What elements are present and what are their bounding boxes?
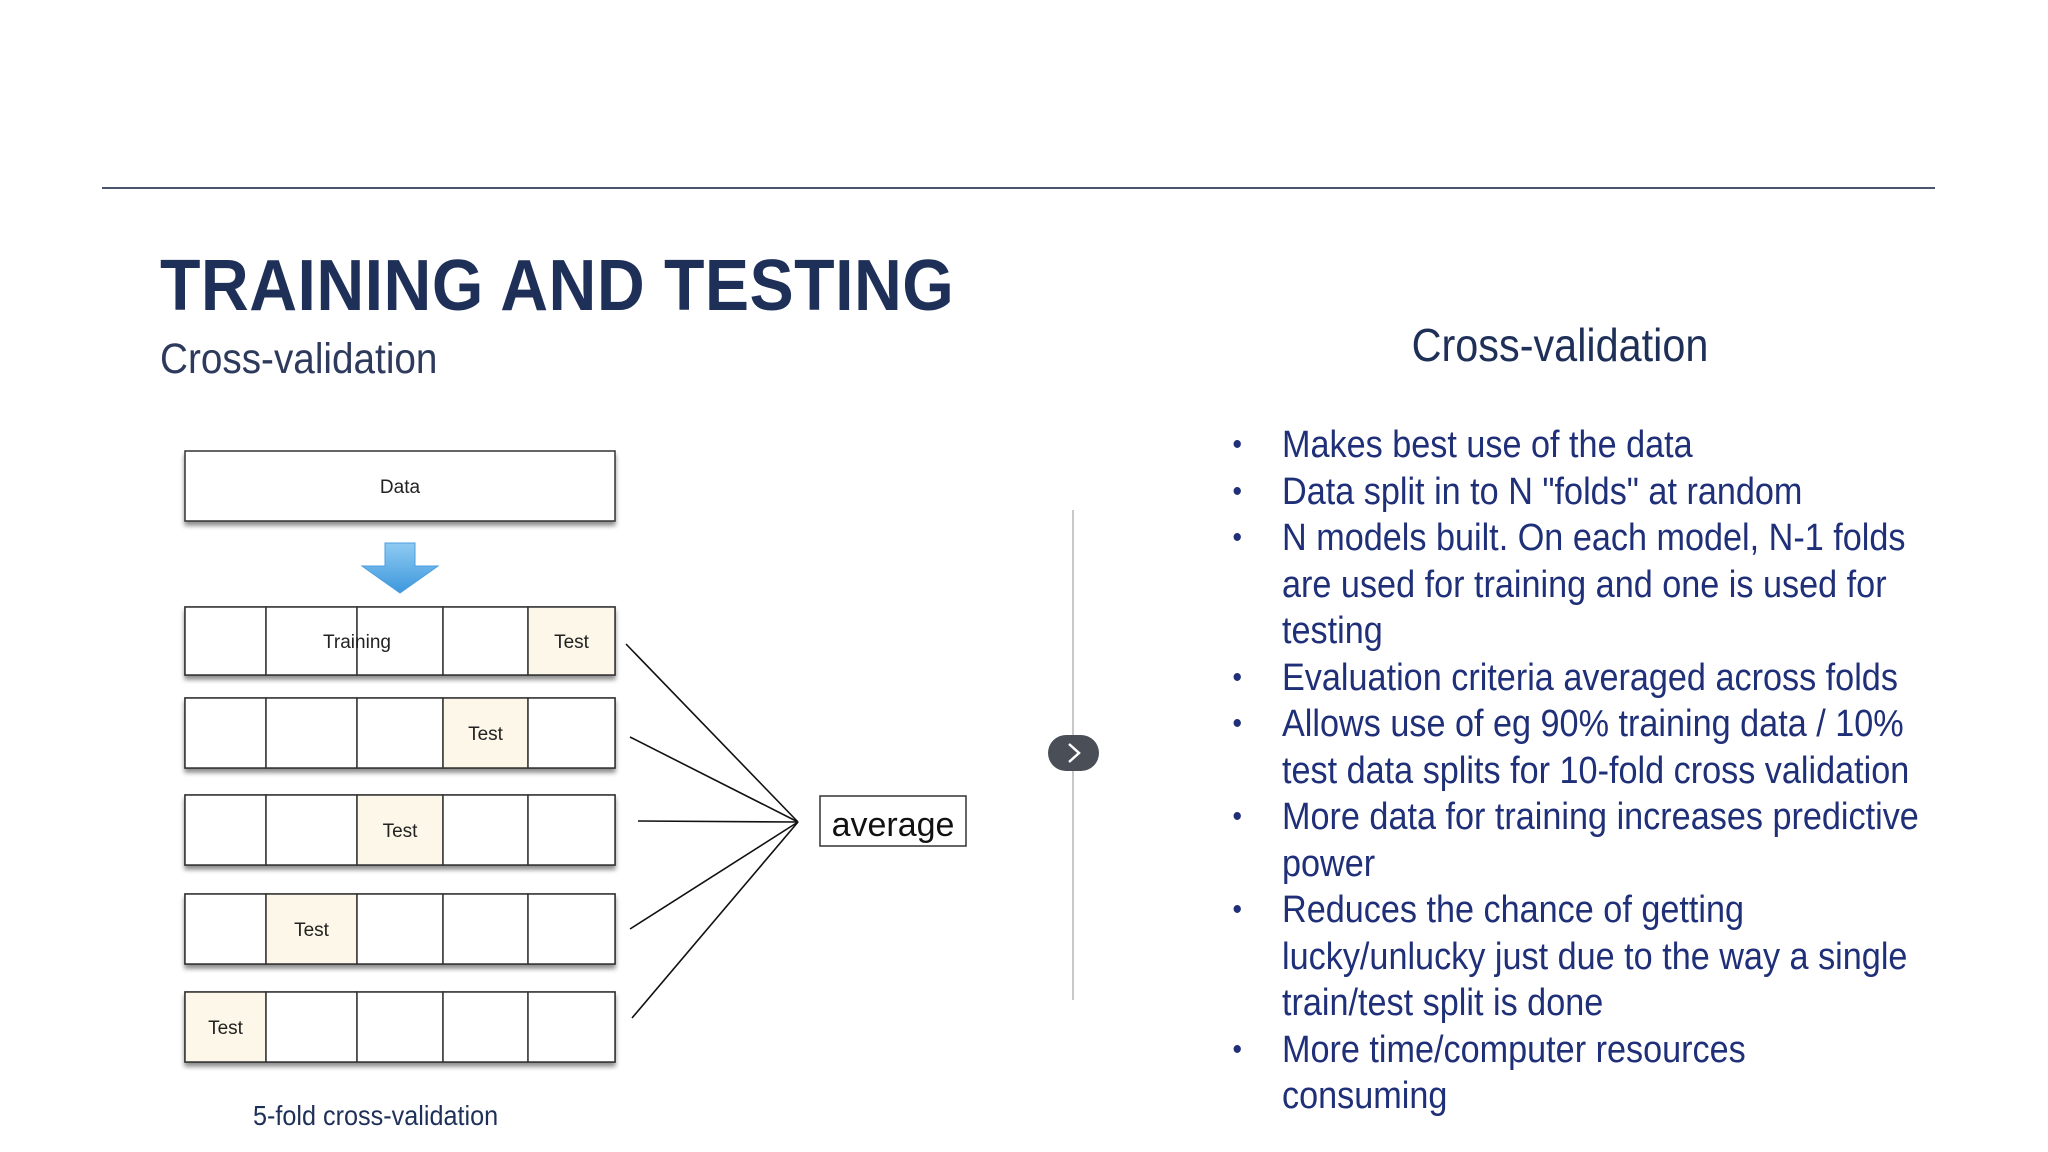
fold-row-3: Test [184, 794, 616, 866]
bullet-item: • Evaluation criteria averaged across fol… [1228, 655, 1984, 702]
training-fold-cell [356, 697, 444, 769]
header-rule [102, 187, 1935, 189]
training-fold-cell [265, 606, 358, 676]
bullet-item: • More data for training increases predic… [1228, 794, 1984, 887]
connector-lines [625, 643, 799, 1019]
bullet-dot-icon: • [1232, 800, 1242, 833]
slide-title: TRAINING AND TESTING [160, 246, 955, 326]
data-box-label: Data [380, 477, 421, 498]
test-fold-cell [356, 794, 444, 866]
training-fold-cell [265, 991, 358, 1063]
bullet-line: consuming [1282, 1075, 1448, 1117]
bullet-dot-icon: • [1232, 707, 1242, 740]
test-label: Test [294, 920, 330, 941]
data-box: Data [184, 450, 616, 522]
training-fold-cell [356, 893, 444, 965]
bullet-line: More time/computer resources [1282, 1028, 1746, 1071]
training-fold-cell [184, 794, 267, 866]
bullet-line: N models built. On each model, N-1 folds [1282, 517, 1906, 559]
fold-row-1: Test Training [184, 606, 616, 676]
bullet-dot-icon: • [1232, 474, 1242, 508]
test-label: Test [383, 821, 419, 842]
panel-heading: Cross-validation [1411, 319, 1709, 371]
bullet-line: testing [1282, 610, 1383, 652]
training-fold-cell [527, 697, 616, 769]
bullet-line: power [1282, 842, 1376, 885]
diagram-caption: 5-fold cross-validation [253, 1100, 499, 1131]
connector-line-2 [629, 736, 799, 823]
bullet-line: are used for training and one is used fo… [1282, 563, 1887, 606]
chevron-right-icon [1067, 743, 1081, 763]
bullet-line: Makes best use of the data [1282, 424, 1693, 466]
fold-row-4: Test [184, 893, 616, 965]
split-arrow-icon [360, 542, 440, 594]
bullet-line: Data split in to N "folds" at random [1282, 470, 1803, 513]
test-fold-cell [265, 893, 358, 965]
bullet-item: • Data split in to N "folds" at random [1228, 469, 1984, 516]
connector-line-3 [637, 820, 799, 823]
bullet-item: • Allows use of eg 90% training data / 10… [1228, 701, 1984, 794]
connector-line-1 [625, 643, 799, 823]
training-fold-cell [184, 606, 267, 676]
training-fold-cell [265, 697, 358, 769]
bullet-item: • N models built. On each model, N-1 fold… [1228, 515, 1984, 655]
bullet-dot-icon: • [1232, 521, 1242, 554]
connector-line-4 [629, 821, 799, 930]
fold-row-2: Test [184, 697, 616, 769]
bullet-dot-icon: • [1232, 893, 1242, 926]
test-label: Test [208, 1018, 244, 1039]
bullet-item: • Makes best use of the data [1228, 422, 1984, 469]
test-label: Test [468, 724, 504, 745]
bullet-line: lucky/unlucky just due to the way a sing… [1282, 935, 1908, 978]
bullet-dot-icon: • [1232, 428, 1242, 461]
average-label: average [832, 806, 955, 844]
training-label: Training [323, 632, 391, 653]
next-slide-button[interactable] [1048, 735, 1099, 771]
slide-subtitle: Cross-validation [160, 335, 438, 383]
average-box: average [819, 795, 967, 847]
bullet-line: More data for training increases predict… [1282, 796, 1919, 838]
training-fold-cell [527, 794, 616, 866]
bullet-line: Reduces the chance of getting [1282, 889, 1745, 931]
test-fold-cell [442, 697, 529, 769]
bullet-line: Evaluation criteria averaged across fold… [1282, 656, 1898, 699]
bullet-line: Allows use of eg 90% training data / 10% [1282, 703, 1904, 745]
training-fold-cell [442, 991, 529, 1063]
bullet-dot-icon: • [1232, 660, 1242, 694]
bullet-line: train/test split is done [1282, 982, 1604, 1024]
training-fold-cell [442, 893, 529, 965]
bullet-line: test data splits for 10-fold cross valid… [1282, 749, 1910, 792]
training-fold-cell [265, 794, 358, 866]
training-fold-cell [184, 697, 267, 769]
training-fold-cell [527, 991, 616, 1063]
test-fold-cell [527, 606, 616, 676]
training-fold-cell [356, 991, 444, 1063]
test-label: Test [554, 632, 590, 653]
bullet-dot-icon: • [1232, 1032, 1242, 1066]
training-fold-cell [442, 794, 529, 866]
fold-row-5: Test [184, 991, 616, 1063]
training-fold-cell [527, 893, 616, 965]
training-fold-cell [442, 606, 529, 676]
training-fold-cell [184, 893, 267, 965]
connector-line-5 [631, 821, 799, 1019]
bullet-list: • Makes best use of the data • Data split i… [1228, 422, 1928, 1120]
